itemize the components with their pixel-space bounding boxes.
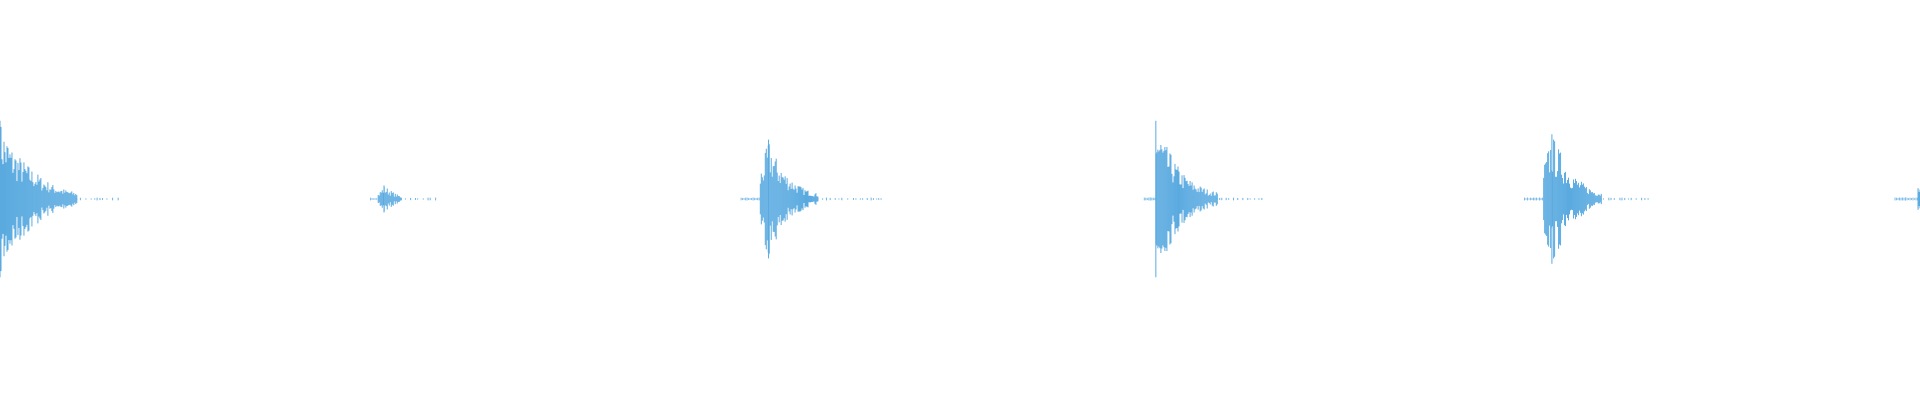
- transient-4: [1143, 120, 1263, 278]
- transient-6: [1894, 188, 1920, 210]
- transient-layer: [0, 120, 1920, 278]
- transient-1: [0, 120, 119, 278]
- transient-2: [370, 185, 437, 213]
- transient-3: [740, 139, 882, 259]
- transient-5: [1523, 134, 1649, 264]
